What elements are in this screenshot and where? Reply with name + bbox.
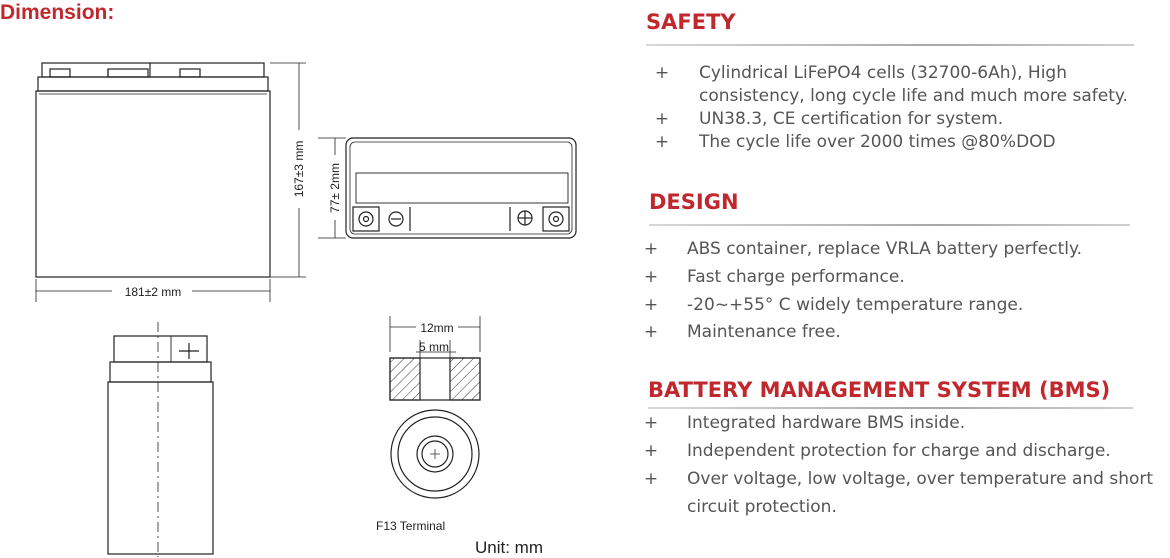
width-dimension-label: 181±2 mm xyxy=(125,285,182,299)
side-view-drawing xyxy=(107,322,214,557)
safety-section-divider xyxy=(646,44,1134,46)
top-view-drawing xyxy=(318,137,577,239)
terminal-drawing xyxy=(389,316,481,499)
bullet-plus-icon: + xyxy=(643,441,659,461)
list-item-text: Cylindrical LiFePO4 cells (32700-6Ah), H… xyxy=(699,63,1067,83)
bullet-plus-icon: + xyxy=(643,295,659,315)
unit-label: Unit: mm xyxy=(475,538,543,557)
bullet-plus-icon: + xyxy=(654,63,670,83)
list-item-text: Maintenance free. xyxy=(687,322,841,342)
dimension-panel: Dimension: xyxy=(0,1,577,557)
bullet-plus-icon: + xyxy=(654,109,670,129)
list-item-text: The cycle life over 2000 times @80%DOD xyxy=(699,132,1056,152)
terminal-name-label: F13 Terminal xyxy=(376,519,445,533)
bullet-plus-icon: + xyxy=(643,239,659,259)
design-section-divider xyxy=(649,224,1130,226)
bullet-plus-icon: + xyxy=(654,132,670,152)
list-item-text: circuit protection. xyxy=(687,497,837,517)
design-section-title: DESIGN xyxy=(649,190,739,214)
bms-section-divider xyxy=(648,407,1133,409)
list-item-text: Integrated hardware BMS inside. xyxy=(687,413,966,433)
front-view-drawing xyxy=(35,62,306,302)
bullet-plus-icon: + xyxy=(643,469,659,489)
height-dimension-label: 167±3 mm xyxy=(292,141,306,198)
terminal-inner-dimension-label: 5 mm xyxy=(419,340,449,354)
list-item-text: Independent protection for charge and di… xyxy=(687,441,1111,461)
dimension-drawing: 181±2 mm 167±3 mm 77± 2mm 12mm 5 mm F13 … xyxy=(35,62,577,557)
dimension-title: Dimension: xyxy=(0,1,115,24)
bullet-plus-icon: + xyxy=(643,267,659,287)
depth-dimension-label: 77± 2mm xyxy=(328,163,342,213)
list-item-text: UN38.3, CE certification for system. xyxy=(699,109,1004,129)
safety-section-title: SAFETY xyxy=(646,10,736,34)
list-item-text: ABS container, replace VRLA battery perf… xyxy=(687,239,1083,259)
bms-section-title: BATTERY MANAGEMENT SYSTEM (BMS) xyxy=(648,378,1111,402)
bullet-plus-icon: + xyxy=(643,413,659,433)
list-item-text: -20~+55° C widely temperature range. xyxy=(687,295,1024,315)
list-item-text: Over voltage, low voltage, over temperat… xyxy=(687,469,1154,489)
terminal-outer-dimension-label: 12mm xyxy=(420,321,453,335)
list-item-text: consistency, long cycle life and much mo… xyxy=(699,86,1128,106)
list-item-text: Fast charge performance. xyxy=(687,267,905,287)
bullet-plus-icon: + xyxy=(643,322,659,342)
